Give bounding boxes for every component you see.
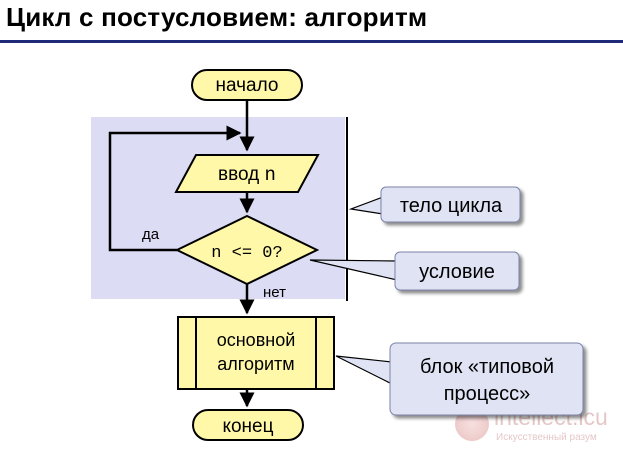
- loop-region: [91, 117, 345, 299]
- page-title: Цикл с постусловием: алгоритм: [6, 2, 428, 32]
- input-label-prefix: ввод: [218, 164, 265, 185]
- end-label: конец: [222, 416, 273, 437]
- callout-loop-body: [380, 186, 521, 223]
- input-label-var: n: [265, 164, 276, 186]
- callout-process: [389, 342, 584, 416]
- start-label: начало: [216, 75, 279, 96]
- watermark-tagline: Искусственный разум: [496, 432, 597, 443]
- process-label-line2: алгоритм: [217, 354, 294, 374]
- end-terminator: [192, 409, 304, 441]
- input-label: ввод n: [218, 164, 276, 186]
- input-block: [174, 154, 320, 193]
- callout-condition: [394, 251, 520, 291]
- callout-process-label-line2: процесс»: [444, 383, 531, 405]
- callout-process-label-line1: блок «типовой: [420, 356, 554, 378]
- callout-pointer-process: [335, 355, 393, 385]
- callout-pointer-loop-body: [348, 196, 384, 215]
- no-label: нет: [263, 284, 286, 301]
- process-label-line1: основной: [217, 330, 296, 350]
- yes-label: да: [142, 226, 160, 243]
- loop-back-line: [108, 125, 242, 252]
- title-rule: [0, 40, 623, 43]
- callout-condition-label: условие: [419, 261, 495, 283]
- condition-label: n <= 0?: [211, 244, 282, 263]
- process-block: [177, 316, 335, 390]
- callout-loop-body-label: тело цикла: [400, 195, 503, 217]
